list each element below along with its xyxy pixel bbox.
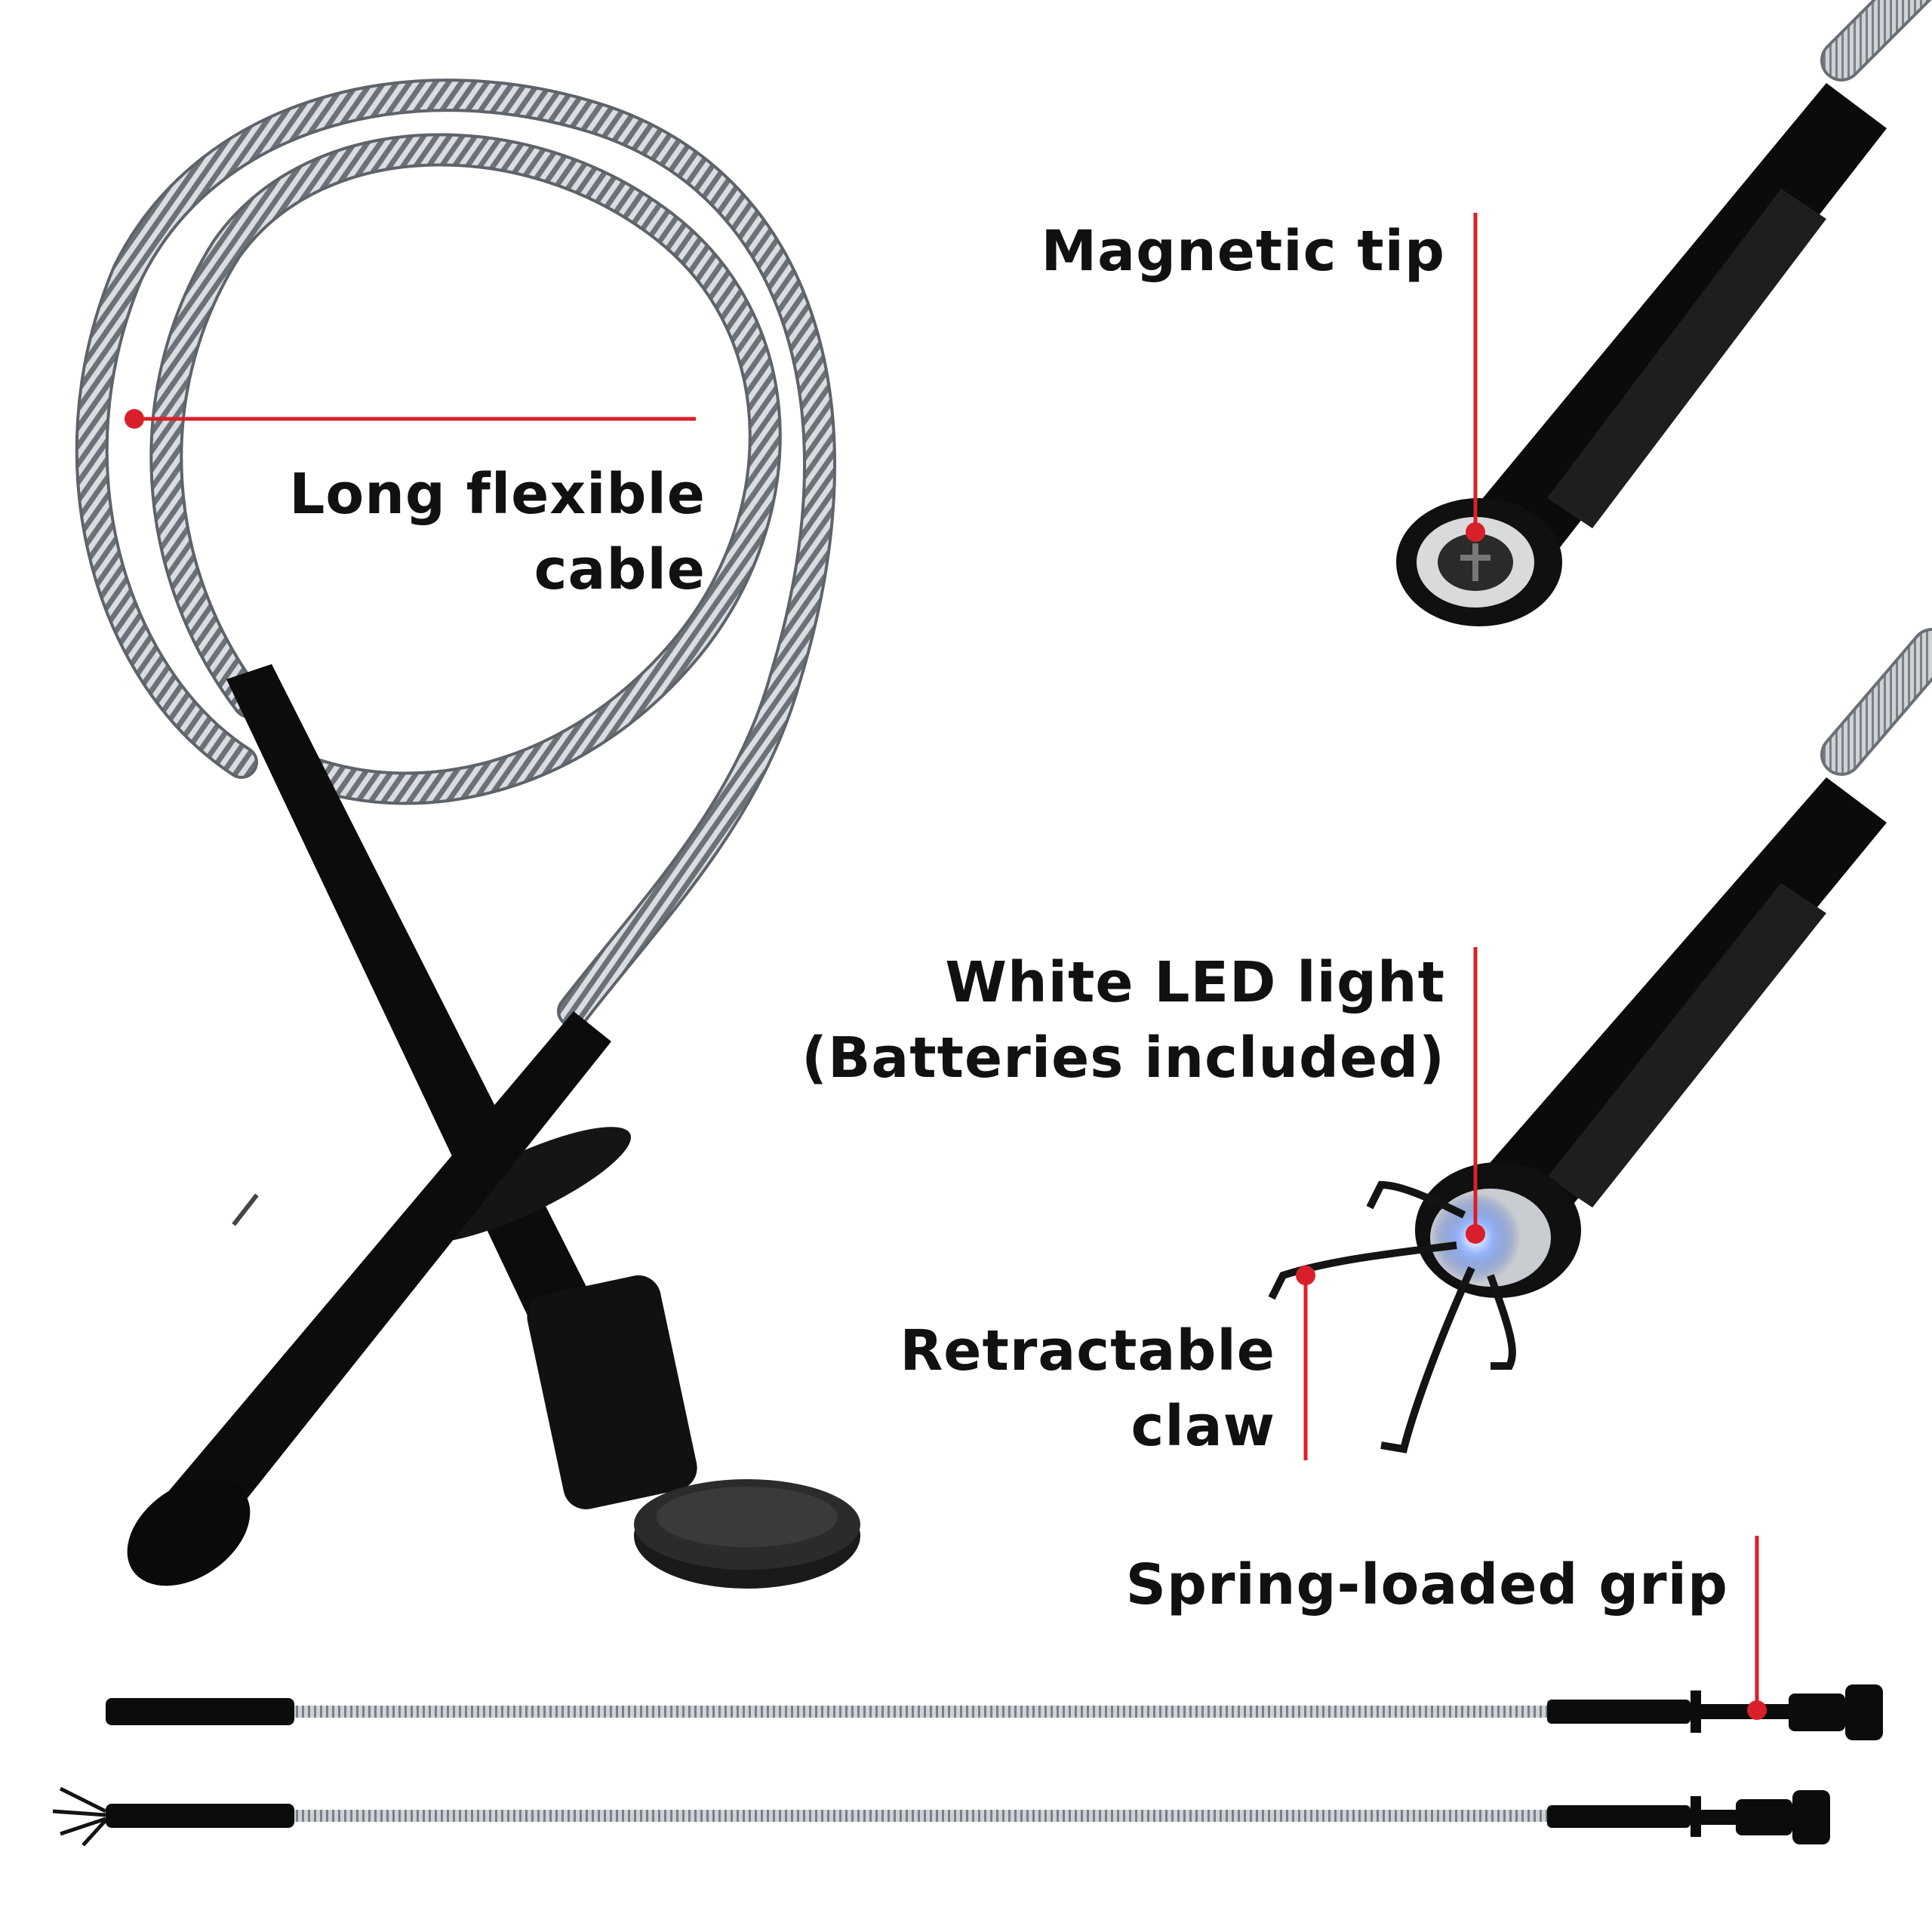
led-line1: White LED light: [945, 950, 1445, 1015]
grip-text: Spring-loaded grip: [1125, 1552, 1728, 1617]
callout-dot-icon: [1466, 522, 1485, 542]
callout-dot-icon: [125, 409, 144, 429]
grip-label: Spring-loaded grip: [928, 1547, 1728, 1623]
long-cable-line1: Long flexible: [289, 462, 706, 527]
led-label: White LED light (Batteries included): [626, 945, 1445, 1096]
claw-line1: Retractable: [900, 1318, 1275, 1383]
long-cable-line2: cable: [534, 537, 706, 602]
magnetic-tip-tool: [1396, 0, 1932, 626]
full-tool-top: [106, 1684, 1883, 1740]
coiled-cable: [75, 78, 836, 1028]
callout-lines: [125, 213, 1767, 1720]
callout-dot-icon: [1466, 1224, 1485, 1244]
callout-dot-icon: [1296, 1266, 1315, 1285]
led-line2: (Batteries included): [801, 1026, 1445, 1091]
claw-line2: claw: [1131, 1394, 1275, 1459]
grip-assembly: [127, 664, 860, 1589]
claw-label: Retractable claw: [755, 1313, 1275, 1464]
callout-dot-icon: [1747, 1700, 1767, 1720]
magnetic-tip-text: Magnetic tip: [1041, 219, 1445, 284]
long-cable-label: Long flexible cable: [136, 457, 706, 608]
magnetic-tip-label: Magnetic tip: [891, 214, 1445, 289]
led-claw-tool: [1268, 628, 1932, 1454]
full-tool-bottom: [52, 1786, 1830, 1847]
